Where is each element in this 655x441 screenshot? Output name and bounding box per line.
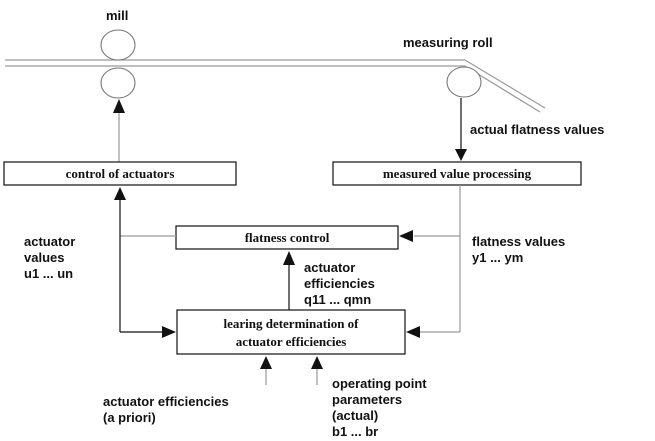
upper-work-roll [100,29,136,61]
measuring-roll-icon [446,66,482,98]
learning-determination-box [176,309,406,355]
svg-text:(actual): (actual) [332,408,378,423]
actual-flatness-values-label: actual flatness values [470,122,604,137]
arrow-operating-point-input [311,356,323,369]
svg-text:u1 ... un: u1 ... un [24,266,73,281]
flatness-control-label: flatness control [245,230,330,245]
operating-point-parameters-label: operating point parameters (actual) b1 .… [332,376,427,439]
actuator-values-label: actuator values u1 ... un [24,234,75,281]
measuring-roll-label: measuring roll [403,35,493,50]
mill-label: mill [106,8,128,23]
mill-rolls-icon [100,29,136,99]
arrow-to-flatness-control-from-learning [283,251,295,265]
flatness-control-box [175,225,399,250]
arrow-to-control-of-actuators [114,187,126,200]
measured-value-processing-label: measured value processing [383,166,532,181]
svg-text:y1 ... ym: y1 ... ym [472,250,523,265]
arrow-flatness-values-to-learning [406,326,420,338]
svg-text:efficiencies: efficiencies [304,276,375,291]
learning-determination-line-1: learing determination of [223,316,359,331]
svg-text:flatness values: flatness values [472,234,565,249]
arrow-to-flatness-control [399,230,413,242]
actuator-efficiencies-output-label: actuator efficiencies q11 ... qmn [304,260,375,307]
measured-value-processing-box [332,161,582,186]
control-of-actuators-box [3,161,237,186]
actuator-efficiencies-apriori-label: actuator efficiencies (a priori) [103,394,229,425]
learning-determination-line-2: actuator efficiencies [236,334,347,349]
svg-text:values: values [24,250,64,265]
arrow-to-processing [455,149,467,161]
lower-work-roll [100,67,136,99]
arrow-actuator-values-to-learning [162,326,176,338]
arrow-apriori-input [260,356,272,369]
svg-text:q11 ... qmn: q11 ... qmn [304,292,371,307]
svg-text:parameters: parameters [332,392,402,407]
svg-text:b1 ... br: b1 ... br [332,424,378,439]
arrow-to-mill [113,99,125,113]
svg-text:operating point: operating point [332,376,427,391]
svg-text:actuator: actuator [24,234,75,249]
control-of-actuators-label: control of actuators [66,166,175,181]
svg-text:(a priori): (a priori) [103,410,156,425]
flatness-values-label: flatness values y1 ... ym [472,234,565,265]
svg-text:actuator efficiencies: actuator efficiencies [103,394,229,409]
svg-text:actuator: actuator [304,260,355,275]
